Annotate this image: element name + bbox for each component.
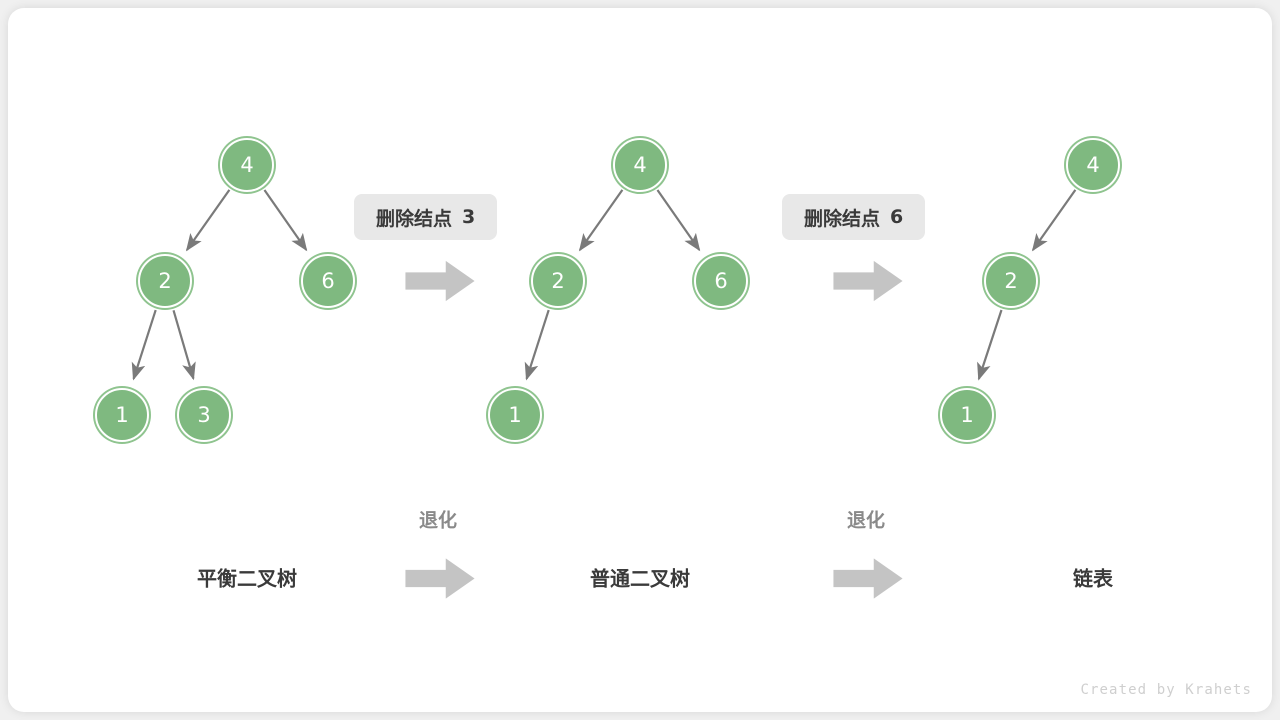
tree-edge (172, 309, 196, 381)
tree-edge (656, 189, 701, 252)
tree-node-ordinary-bst-2: 2 (531, 254, 585, 308)
tree-node-balanced-bst-1: 1 (95, 388, 149, 442)
transition-chip-remove-6: 删除结点 6 (782, 194, 926, 240)
tree-node-balanced-bst-4: 4 (220, 138, 274, 192)
tree-node-linked-list-4: 4 (1066, 138, 1120, 192)
watermark: Created by Krahets (1080, 682, 1252, 698)
tree-edge (263, 189, 308, 252)
degeneration-arrow-remove-3 (405, 558, 475, 599)
tree-node-linked-list-2: 2 (984, 254, 1038, 308)
chip-label: 删除结点 (376, 208, 453, 230)
degeneration-label-remove-3: 退化 (418, 510, 458, 532)
transition-arrow-remove-3 (405, 260, 475, 302)
tree-caption-linked-list: 链表 (1073, 568, 1113, 591)
tree-node-ordinary-bst-4: 4 (613, 138, 667, 192)
tree-edge (524, 309, 550, 381)
tree-edge (131, 309, 157, 381)
degeneration-arrow-remove-6 (833, 558, 903, 599)
tree-caption-ordinary-bst: 普通二叉树 (590, 568, 690, 591)
tree-node-ordinary-bst-6: 6 (694, 254, 748, 308)
chip-value: 6 (890, 206, 904, 228)
tree-node-ordinary-bst-1: 1 (488, 388, 542, 442)
tree-node-balanced-bst-6: 6 (301, 254, 355, 308)
figure-card (8, 8, 1272, 712)
tree-caption-balanced-bst: 平衡二叉树 (197, 568, 297, 591)
tree-node-balanced-bst-2: 2 (138, 254, 192, 308)
tree-edge (578, 189, 624, 252)
chip-value: 3 (462, 206, 476, 228)
tree-edge (185, 189, 231, 252)
transition-chip-remove-3: 删除结点 3 (354, 194, 498, 240)
chip-label: 删除结点 (804, 208, 881, 230)
tree-node-linked-list-1: 1 (940, 388, 994, 442)
degeneration-label-remove-6: 退化 (846, 510, 886, 532)
transition-arrow-remove-6 (833, 260, 903, 302)
tree-node-balanced-bst-3: 3 (177, 388, 231, 442)
tree-edge (977, 309, 1003, 381)
tree-edge (1031, 189, 1077, 252)
